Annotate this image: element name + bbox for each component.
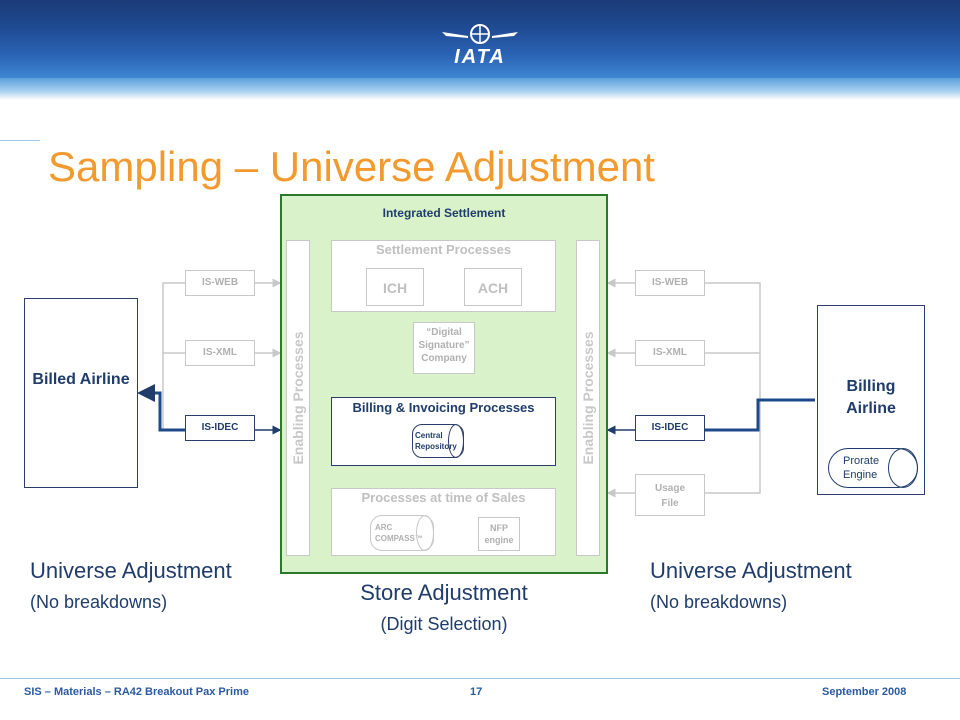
page-title: Sampling – Universe Adjustment [48, 143, 655, 190]
right-is-xml-box: IS-XML [635, 340, 705, 366]
right-is-web-box: IS-WEB [635, 270, 705, 296]
billed-airline-box: Billed Airline [24, 298, 138, 488]
integrated-settlement-title: Integrated Settlement [382, 206, 506, 220]
left-caption-sub: (No breakdowns) [30, 592, 168, 612]
footer-rule [0, 678, 960, 679]
central-repository-cylinder-end [448, 424, 464, 458]
billing-invoicing-title: Billing & Invoicing Processes [352, 400, 535, 415]
iata-globe-icon [442, 24, 518, 44]
left-is-web-box: IS-WEB [185, 270, 255, 296]
arc-compass-cylinder-end [416, 515, 434, 551]
sales-processes-title: Processes at time of Sales [361, 490, 526, 505]
digital-signature-box: “Digital Signature” Company [413, 322, 475, 374]
header-band [0, 78, 960, 100]
center-caption-main: Store Adjustment [360, 580, 528, 605]
footer-left-text: SIS – Materials – RA42 Breakout Pax Prim… [24, 686, 249, 698]
right-is-idec-box: IS-IDEC [635, 415, 705, 441]
footer-page-number: 17 [470, 686, 483, 698]
center-caption-sub: (Digit Selection) [380, 614, 508, 634]
enabling-processes-left-label: Enabling Processes [290, 331, 306, 465]
ich-box: ICH [366, 268, 424, 306]
iata-logo-text: IATA [454, 46, 506, 68]
billing-invoicing-box [331, 397, 556, 466]
title-rule [0, 140, 40, 141]
ach-box: ACH [464, 268, 522, 306]
footer-date: September 2008 [822, 686, 907, 698]
enabling-processes-right-label: Enabling Processes [580, 331, 596, 465]
right-caption-sub: (No breakdowns) [650, 592, 788, 612]
settlement-processes-title: Settlement Processes [375, 242, 512, 257]
prorate-engine-cylinder-end [888, 448, 918, 488]
enabling-processes-left [286, 240, 310, 556]
enabling-processes-right [576, 240, 600, 556]
usage-file-box: Usage File [635, 474, 705, 516]
nfp-engine-box: NFP engine [478, 517, 520, 551]
right-caption-main: Universe Adjustment [650, 558, 852, 583]
left-caption-main: Universe Adjustment [30, 558, 232, 583]
left-is-xml-box: IS-XML [185, 340, 255, 366]
left-is-idec-box: IS-IDEC [185, 415, 255, 441]
